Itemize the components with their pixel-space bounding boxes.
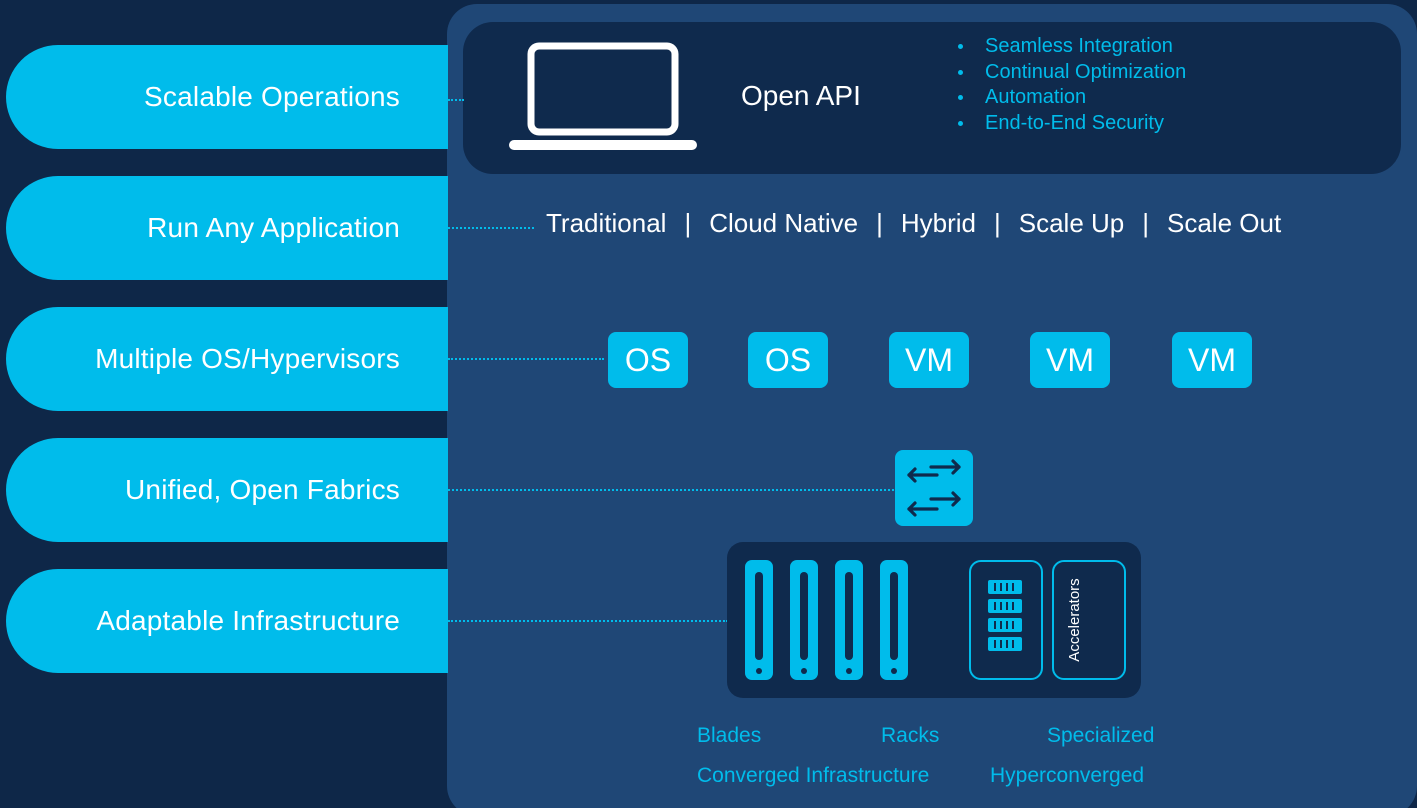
vm-box: VM [889,332,969,388]
api-feature-text: Continual Optimization [985,60,1187,83]
vm-box: VM [1172,332,1252,388]
separator: | [1142,208,1149,238]
open-api-label: Open API [741,80,861,111]
application-types-row: Traditional | Cloud Native | Hybrid | Sc… [546,208,1281,239]
capability-unified-fabrics: Unified, Open Fabrics [6,438,448,542]
api-feature-item: Seamless Integration [958,34,1186,60]
caption-racks: Racks [881,724,940,747]
caption-converged-infrastructure: Converged Infrastructure [697,764,930,787]
connector-scalable-operations [448,99,464,101]
capability-label: Scalable Operations [144,81,400,112]
capability-label: Multiple OS/Hypervisors [95,343,400,374]
capability-label: Unified, Open Fabrics [125,474,400,505]
api-feature-item: End-to-End Security [958,111,1186,137]
accelerators-label: Accelerators [1066,578,1083,662]
application-type: Cloud Native [709,208,859,238]
bullet-icon [958,44,963,50]
api-feature-text: Automation [985,86,1087,108]
blade-server-icon [880,560,908,680]
caption-specialized: Specialized [1047,724,1155,747]
caption-blades: Blades [697,724,762,747]
blade-server-icon [745,560,773,680]
blade-server-icon [835,560,863,680]
connector-run-any-application [448,227,534,229]
api-feature-text: Seamless Integration [985,35,1173,57]
api-feature-item: Automation [958,85,1186,111]
bullet-icon [958,69,963,75]
blade-server-icon [790,560,818,680]
capability-scalable-operations: Scalable Operations [6,45,448,149]
capability-adaptable-infrastructure: Adaptable Infrastructure [6,569,448,673]
separator: | [684,208,692,238]
application-type: Traditional [546,208,667,238]
laptop-icon [509,42,697,150]
api-feature-item: Continual Optimization [958,60,1186,86]
application-type: Scale Up [1018,208,1125,238]
separator: | [993,208,1001,238]
capability-label: Adaptable Infrastructure [96,605,400,636]
caption-hyperconverged: Hyperconverged [990,764,1145,787]
capability-multiple-os: Multiple OS/Hypervisors [6,307,448,411]
accelerators-box [1052,560,1126,680]
bullet-icon [958,95,963,101]
fabric-switch-icon [907,459,961,517]
capability-label: Run Any Application [147,212,400,243]
application-type: Scale Out [1167,208,1282,238]
connector-adaptable-infrastructure [448,620,728,622]
connector-unified-fabrics [448,489,894,491]
bullet-icon [958,120,963,126]
os-box: OS [748,332,828,388]
storage-box [969,560,1043,680]
storage-drives-icon [988,580,1022,651]
os-box: OS [608,332,688,388]
api-feature-list: Seamless Integration Continual Optimizat… [958,34,1186,136]
separator: | [876,208,883,238]
capability-run-any-application: Run Any Application [6,176,448,280]
api-feature-text: End-to-End Security [985,111,1164,134]
fabric-switch [895,450,973,526]
connector-multiple-os [448,358,604,360]
vm-box: VM [1030,332,1110,388]
application-type: Hybrid [900,208,976,238]
